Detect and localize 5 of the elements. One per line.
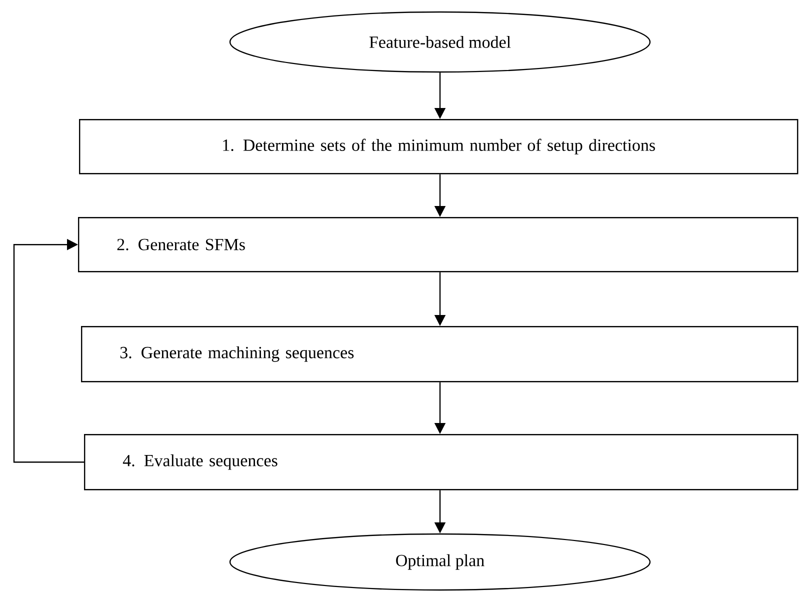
- process-box: 3. Generate machining sequences: [81, 326, 798, 382]
- process-box: 1. Determine sets of the minimum number of setup directions: [79, 119, 798, 174]
- arrow: [13, 238, 84, 463]
- process-box: 4. Evaluate sequences: [84, 434, 798, 490]
- process-box: 2. Generate SFMs: [78, 217, 798, 272]
